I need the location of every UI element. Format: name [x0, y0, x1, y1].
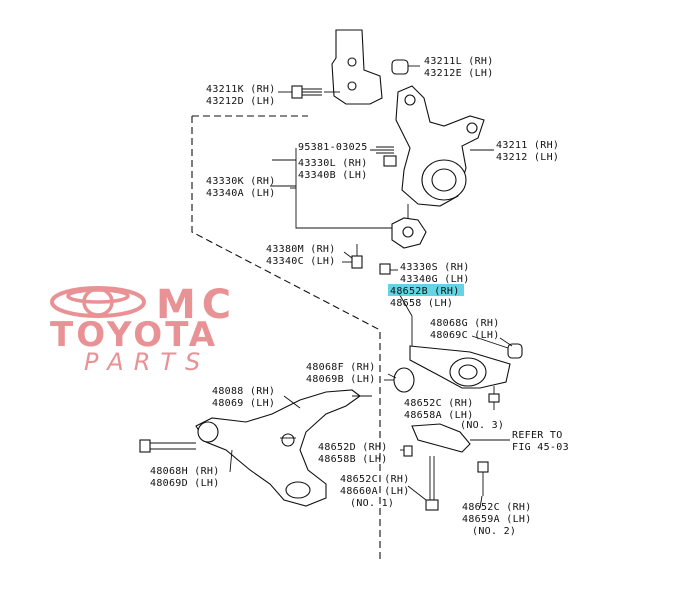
toyota-logo	[50, 286, 146, 318]
label-no2: (NO. 2)	[472, 526, 516, 537]
label-48068F: 48068F (RH)	[306, 362, 376, 373]
label-43212D: 43212D (LH)	[206, 96, 276, 107]
label-43212E: 43212E (LH)	[424, 68, 494, 79]
castle-nut-part	[383, 155, 397, 167]
label-43340C: 43340C (LH)	[266, 256, 336, 267]
label-no1: (NO. 1)	[350, 498, 394, 509]
label-refer1: REFER TO	[512, 430, 563, 441]
label-48652C-a: 48652C (RH)	[404, 398, 474, 409]
label-48069C: 48069C (LH)	[430, 330, 500, 341]
assembly-outline-left	[191, 116, 381, 560]
label-refer2: FIG 45-03	[512, 442, 569, 453]
cap-part	[391, 59, 420, 75]
nut-part-3	[403, 445, 413, 457]
label-43340A: 43340A (LH)	[206, 188, 276, 199]
label-48088: 48088 (RH)	[212, 386, 275, 397]
label-48658B: 48658B (LH)	[318, 454, 388, 465]
long-bolt-part	[425, 456, 439, 511]
bolt-part-2	[139, 439, 196, 453]
label-43340B: 43340B (LH)	[298, 170, 368, 181]
cap-part-2	[499, 337, 523, 359]
label-no3: (NO. 3)	[460, 420, 504, 431]
label-48652B: 48652B (RH)	[390, 286, 460, 297]
front-bushing-part	[384, 367, 415, 393]
watermark-toyota: TOYOTA	[50, 315, 218, 355]
label-48660A: 48660A (LH)	[340, 486, 410, 497]
label-43330K: 43330K (RH)	[206, 176, 276, 187]
label-43340G: 43340G (LH)	[400, 274, 470, 285]
label-48659A: 48659A (LH)	[462, 514, 532, 525]
label-48658A-a: 48658A (LH)	[404, 410, 474, 421]
label-43212: 43212 (LH)	[496, 152, 559, 163]
cotter-pin-part	[370, 146, 394, 154]
ball-joint-part	[391, 204, 427, 249]
steering-knuckle-part	[395, 85, 485, 207]
label-48068H: 48068H (RH)	[150, 466, 220, 477]
label-43211L: 43211L (RH)	[424, 56, 494, 67]
watermark-mc: MC	[156, 282, 237, 328]
lower-control-arm-part	[195, 389, 361, 507]
bolt-part-4	[477, 461, 489, 496]
label-43211K: 43211K (RH)	[206, 84, 276, 95]
label-43380M: 43380M (RH)	[266, 244, 336, 255]
nut-part	[342, 244, 363, 269]
watermark: MC TOYOTA PARTS	[50, 282, 237, 376]
bushing-bracket-part	[409, 345, 511, 389]
bracket-line	[295, 148, 392, 229]
bolt-part-3	[488, 386, 500, 410]
label-95381: 95381-03025	[298, 142, 368, 153]
part-highlight	[388, 284, 464, 296]
label-48652D: 48652D (RH)	[318, 442, 388, 453]
part-labels: 43211L (RH) 43212E (LH) 43211K (RH) 4321…	[150, 56, 569, 537]
rear-bracket-part	[411, 423, 510, 453]
label-48069B: 48069B (LH)	[306, 374, 376, 385]
label-43330S: 43330S (RH)	[400, 262, 470, 273]
label-48652C-c: 48652C (RH)	[462, 502, 532, 513]
nut-part-2	[379, 263, 398, 275]
bolt-part	[278, 85, 322, 99]
label-48652C-b: 48652C (RH)	[340, 474, 410, 485]
label-43330L: 43330L (RH)	[298, 158, 368, 169]
watermark-parts: PARTS	[84, 348, 210, 376]
label-48069D: 48069D (LH)	[150, 478, 220, 489]
label-48068G: 48068G (RH)	[430, 318, 500, 329]
strut-mount-part	[331, 29, 383, 105]
label-43211: 43211 (RH)	[496, 140, 559, 151]
label-48658: 48658 (LH)	[390, 298, 453, 309]
label-48069: 48069 (LH)	[212, 398, 275, 409]
